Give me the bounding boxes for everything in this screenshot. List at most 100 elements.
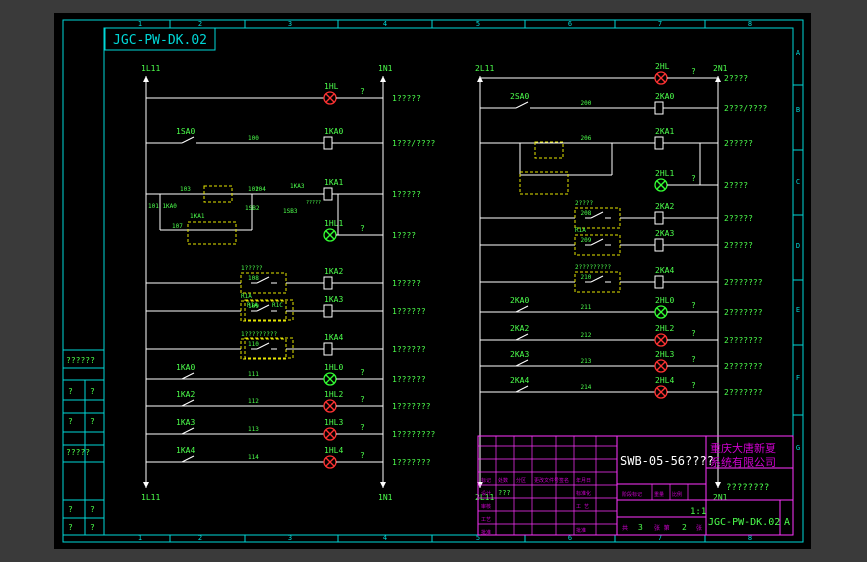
wire-number: 114: [248, 454, 259, 461]
note-mark: ?: [691, 355, 696, 364]
zone-row: A: [796, 49, 801, 57]
lamp-cross-b: [656, 180, 666, 190]
contact-blade: [181, 455, 195, 463]
lamp-cross-b: [325, 93, 335, 103]
wire-number: 209: [581, 237, 592, 244]
wire-number: 108: [248, 275, 259, 282]
dashed-relay-box: [203, 185, 233, 203]
lamp-cross-b: [325, 429, 335, 439]
contact-blade: [515, 333, 529, 341]
row-contact-label: 2?????????: [575, 264, 612, 271]
row-description: 2?????: [724, 139, 753, 148]
row-contact-label: 2????: [575, 200, 593, 207]
title-header-cell: 签名: [559, 477, 569, 484]
row-description: 1??????: [392, 345, 426, 354]
wire-number: 208: [581, 210, 592, 217]
coil-label: 1KA0: [324, 127, 343, 136]
wire-number: 100: [248, 135, 259, 142]
lamp-label: 2HL1: [655, 169, 674, 178]
row-description: 1????????: [392, 430, 436, 439]
note-mark: ?: [691, 67, 696, 76]
sub-label: 1SB3: [283, 208, 298, 215]
row-description: 1????: [392, 231, 416, 240]
title-block: 标记处数分区更改文件号签名年月日设计审核工艺批准???标准化工 艺批准阶段标记重…: [477, 435, 794, 536]
sub-label: ?????: [306, 200, 321, 206]
sheet-inner-frame: [103, 27, 794, 536]
row-description: 2?????: [724, 241, 753, 250]
row-description: 2???????: [724, 336, 763, 345]
row-description: 2???????: [724, 362, 763, 371]
zone-row: D: [796, 242, 800, 250]
row-contact-label: 2SA0: [510, 92, 529, 101]
zone-col-top: 1: [138, 20, 142, 28]
sub-label: 104: [255, 186, 266, 193]
wire-number: 211: [581, 304, 592, 311]
wire-number: 109: [248, 303, 259, 310]
note-mark: ?: [360, 395, 365, 404]
row-description: 1???????: [392, 402, 431, 411]
sheet-total: 3: [638, 523, 643, 532]
zone-col-bottom: 4: [383, 534, 387, 542]
row-description: 2????: [724, 74, 748, 83]
bus-arrow: [380, 76, 386, 82]
note-mark: ?: [360, 423, 365, 432]
drawing-name: ????????: [726, 483, 769, 493]
row-contact-label: 1KA0: [176, 363, 195, 372]
sheet-number: 2: [682, 523, 687, 532]
lamp-cross-b: [656, 307, 666, 317]
note-mark: ?: [691, 329, 696, 338]
wire-number: 212: [581, 332, 592, 339]
row-description: 2?????: [724, 214, 753, 223]
revision-value: A: [784, 517, 790, 528]
coil-label: 2KA0: [655, 92, 674, 101]
dashed-relay-box: [244, 337, 294, 359]
bus-arrow: [477, 76, 483, 82]
row-contact: [585, 238, 611, 246]
code-value: JGC-PW-DK.02: [708, 517, 780, 528]
row-contact-label: 2KA4: [510, 376, 529, 385]
sub-label: R1C: [272, 302, 283, 309]
company-name-1: 重庆大唐新夏: [710, 441, 776, 455]
bus-arrow: [715, 76, 721, 82]
scale-value: 1:1: [690, 507, 706, 517]
title-row-label: 批准: [481, 529, 491, 536]
contact-blade: [515, 305, 529, 313]
lamp-cross-b: [325, 374, 335, 384]
row-contact-label: 1SA0: [176, 127, 195, 136]
drawing-number: SWB-05-56????: [620, 454, 714, 468]
lamp-cross-b: [325, 401, 335, 411]
row-contact: [251, 276, 277, 284]
indicator-lamp: [323, 91, 337, 105]
row-contact-label: 2KA0: [510, 296, 529, 305]
row-contact-label: 1?????: [241, 265, 263, 272]
stage-label: 重量: [654, 491, 664, 498]
left-table-text: ?: [90, 387, 95, 396]
coil-label: 1KA3: [324, 295, 343, 304]
bus-label-right-top: 1N1: [378, 64, 393, 73]
title-header-cell: 标记: [481, 477, 491, 484]
sub-label: 103: [180, 186, 191, 193]
row-contact-label: 2KA2: [510, 324, 529, 333]
lamp-label: 1HL2: [324, 390, 343, 399]
row-description: 1?????: [392, 190, 421, 199]
drawing-code-stamp: JGC-PW-DK.02: [104, 27, 216, 51]
row-contact-label: R1A: [575, 227, 586, 234]
row-contact-label: 2KA3: [510, 350, 529, 359]
title-mid-label: 工 艺: [576, 504, 589, 510]
row-contact-label: 1?????????: [241, 331, 278, 338]
wire-number: 214: [581, 384, 592, 391]
contact-blade: [515, 101, 529, 109]
contact-blade: [181, 136, 195, 144]
left-table-text: ?: [90, 417, 95, 426]
row-contact: [251, 304, 277, 312]
sub-label: 1KA3: [290, 183, 305, 190]
contact-blade: [256, 304, 270, 312]
sheet-label: 共: [622, 524, 628, 532]
note-mark: ?: [691, 174, 696, 183]
row-contact-label: R1A: [241, 293, 252, 300]
row-contact: [251, 342, 277, 350]
zone-col-top: 4: [383, 20, 387, 28]
